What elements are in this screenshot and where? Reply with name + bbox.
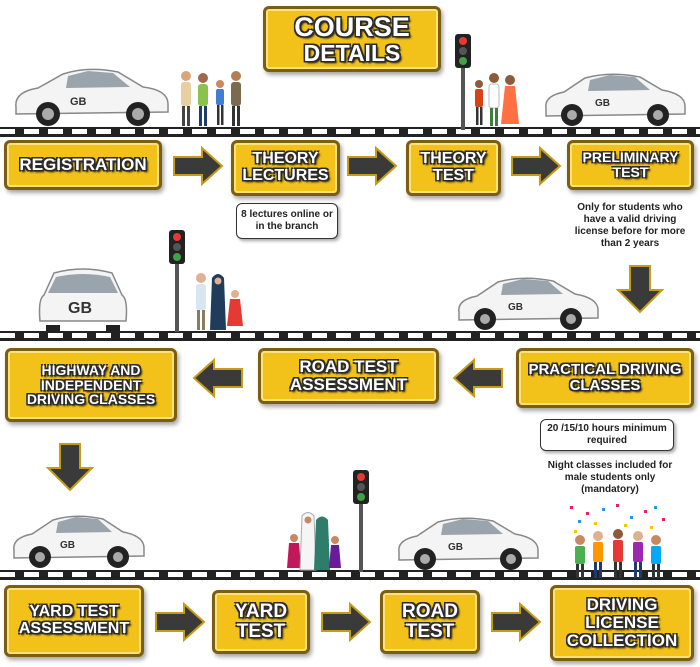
arrow-right-icon bbox=[155, 602, 206, 642]
car-illustration-5: GB bbox=[398, 517, 539, 570]
svg-text:GB: GB bbox=[68, 300, 92, 317]
people-group-icon bbox=[181, 71, 241, 126]
step-theory-test: THEORY TEST bbox=[406, 140, 501, 196]
traffic-light-icon bbox=[353, 470, 369, 572]
title-line-1: COURSE bbox=[294, 11, 410, 42]
car-illustration-2: GB bbox=[545, 73, 686, 126]
step-highway-independent-driving: HIGHWAY AND INDEPENDENT DRIVING CLASSES bbox=[5, 348, 177, 422]
step-theory-lectures: THEORY LECTURES bbox=[231, 140, 340, 196]
road-row-1 bbox=[0, 127, 700, 137]
page-title: COURSE DETAILS bbox=[263, 6, 441, 72]
note-lectures: 8 lectures online or in the branch bbox=[236, 203, 338, 239]
people-group-icon bbox=[475, 73, 519, 126]
celebration-people-icon bbox=[570, 504, 665, 578]
people-group-icon bbox=[196, 273, 243, 330]
title-line-2: DETAILS bbox=[303, 40, 401, 67]
arrow-left-icon bbox=[452, 358, 503, 398]
step-preliminary-test: PRELIMINARY TEST bbox=[567, 140, 694, 190]
arrow-right-icon bbox=[491, 602, 542, 642]
arrow-down-icon bbox=[46, 443, 94, 492]
svg-text:GB: GB bbox=[448, 542, 463, 553]
svg-text:GB: GB bbox=[70, 96, 87, 108]
note-hours: 20 /15/10 hours minimum required bbox=[540, 419, 674, 451]
step-registration: REGISTRATION bbox=[4, 140, 162, 190]
svg-text:GB: GB bbox=[508, 302, 523, 313]
people-group-icon bbox=[287, 512, 341, 571]
note-night-classes: Night classes included for male students… bbox=[547, 460, 673, 495]
car-front-illustration: GB bbox=[38, 268, 128, 333]
arrow-right-icon bbox=[321, 602, 372, 642]
car-illustration-3: GB bbox=[458, 277, 599, 330]
arrow-left-icon bbox=[192, 358, 243, 398]
step-practical-driving-classes: PRACTICAL DRIVING CLASSES bbox=[516, 348, 694, 408]
step-road-test: ROAD TEST bbox=[380, 590, 480, 654]
traffic-light-icon bbox=[169, 230, 185, 332]
traffic-light-icon bbox=[455, 34, 471, 130]
car-illustration-1: GB bbox=[15, 68, 169, 126]
arrow-down-icon bbox=[616, 265, 664, 314]
svg-text:GB: GB bbox=[60, 540, 75, 551]
step-yard-test: YARD TEST bbox=[212, 590, 310, 654]
road-row-3 bbox=[0, 570, 700, 580]
arrow-right-icon bbox=[511, 146, 562, 186]
svg-text:GB: GB bbox=[595, 98, 610, 109]
step-yard-test-assessment: YARD TEST ASSESSMENT bbox=[4, 585, 144, 657]
note-preliminary: Only for students who have a valid drivi… bbox=[574, 202, 686, 249]
road-row-2 bbox=[0, 331, 700, 341]
step-road-test-assessment: ROAD TEST ASSESSMENT bbox=[258, 348, 439, 404]
arrow-right-icon bbox=[173, 146, 224, 186]
step-driving-license-collection: DRIVING LICENSE COLLECTION bbox=[550, 585, 694, 661]
arrow-right-icon bbox=[347, 146, 398, 186]
car-illustration-4: GB bbox=[13, 515, 145, 568]
